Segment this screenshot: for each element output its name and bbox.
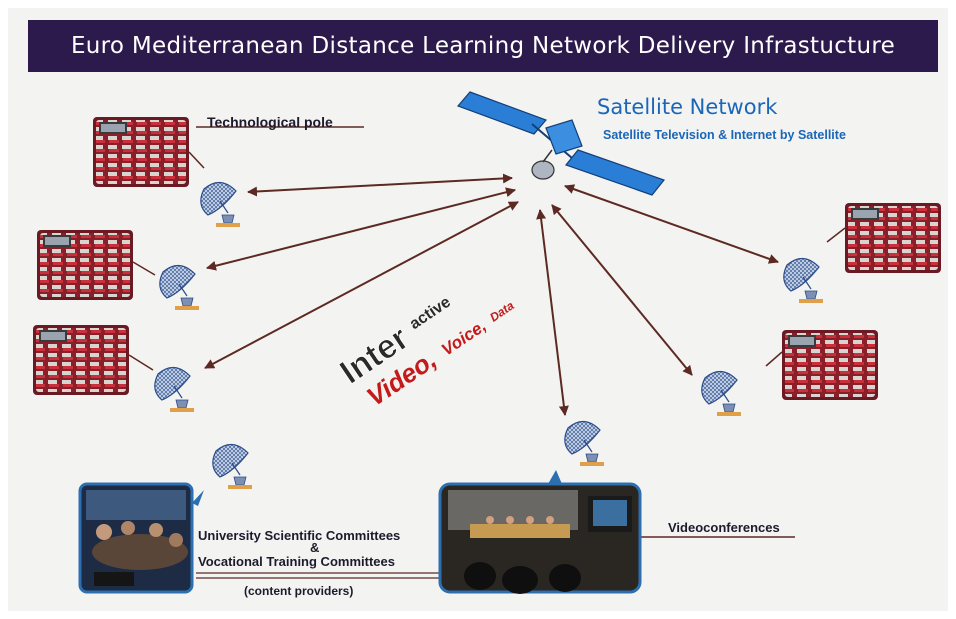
interactive-data: Data xyxy=(487,298,517,324)
link-arrow-technological-pole xyxy=(247,173,513,197)
classroom-image-left-2 xyxy=(37,230,133,300)
vocational-committees-label: Vocational Training Committees xyxy=(198,554,395,569)
satellite-dish-icon-3 xyxy=(154,366,195,413)
interactive-word-small: active xyxy=(407,294,454,334)
classroom-image-right-lower xyxy=(782,330,878,400)
classroom-image-right-upper xyxy=(845,203,941,273)
videoconference-room-photo xyxy=(438,470,642,594)
satellite-network-subtitle: Satellite Television & Internet by Satel… xyxy=(603,128,846,142)
classroom-image-technological-pole xyxy=(93,117,189,187)
link-arrow-left-3 xyxy=(204,201,519,369)
satellite-dish-icon-videoconference xyxy=(564,420,605,467)
satellite-network-title: Satellite Network xyxy=(597,95,778,119)
technological-pole-label: Technological pole xyxy=(207,114,333,130)
content-providers-label: (content providers) xyxy=(244,584,354,598)
satellite-dish-icon-2 xyxy=(159,264,200,311)
satellite-dish-icon-1 xyxy=(200,181,241,228)
videoconferences-label: Videoconferences xyxy=(668,520,780,535)
satellite-dish-icon-right-upper xyxy=(783,257,824,304)
classroom-image-left-3 xyxy=(33,325,129,395)
ampersand-label: & xyxy=(310,540,320,555)
satellite-dish-icon-committees xyxy=(212,443,253,490)
satellite-icon xyxy=(456,91,665,196)
satellite-dish-icon-right-lower xyxy=(701,370,742,417)
link-arrow-right-upper xyxy=(564,184,779,264)
interactive-wordmark: Inter active Video, Voice, Data xyxy=(333,294,517,412)
link-arrow-videoconference xyxy=(536,209,569,416)
link-arrow-right-lower xyxy=(551,204,693,376)
university-committees-label: University Scientific Committees xyxy=(198,528,401,543)
title-bar: Euro Mediterranean Distance Learning Net… xyxy=(28,20,938,72)
interactive-voice: Voice, xyxy=(438,316,490,359)
diagram-title: Euro Mediterranean Distance Learning Net… xyxy=(70,33,896,59)
committee-meeting-photo xyxy=(78,482,194,594)
